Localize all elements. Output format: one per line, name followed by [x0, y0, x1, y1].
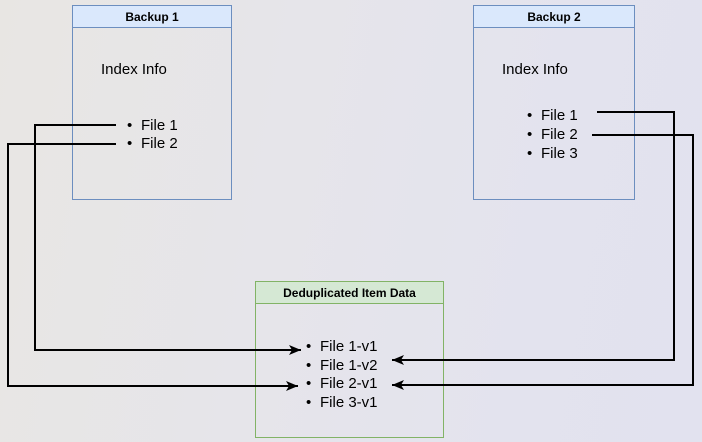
backup-2-box: Backup 2 Index Info File 1 File 2 File 3 — [473, 5, 635, 200]
bullet-icon — [306, 375, 320, 392]
bullet-icon — [527, 126, 541, 143]
backup-1-title: Backup 1 — [73, 6, 231, 28]
list-item: File 3-v1 — [306, 393, 378, 412]
list-item: File 2 — [527, 125, 578, 144]
list-item: File 2-v1 — [306, 374, 378, 393]
file-label: File 3 — [541, 145, 578, 162]
bullet-icon — [306, 394, 320, 411]
bullet-icon — [127, 117, 141, 134]
list-item: File 1 — [127, 116, 178, 135]
deduplicated-item-data-title: Deduplicated Item Data — [256, 282, 443, 304]
dedup-item-label: File 2-v1 — [320, 375, 378, 393]
backup-1-box: Backup 1 Index Info File 1 File 2 — [72, 5, 232, 200]
backup-1-file-list: File 1 File 2 — [127, 116, 178, 153]
dedup-item-label: File 1-v2 — [320, 356, 378, 374]
backup-2-file-list: File 1 File 2 File 3 — [527, 106, 578, 163]
file-label: File 2 — [541, 126, 578, 143]
dedup-item-label: File 3-v1 — [320, 393, 378, 411]
bullet-icon — [127, 135, 141, 152]
bullet-icon — [306, 357, 320, 374]
dedup-item-list: File 1-v1 File 1-v2 File 2-v1 File 3-v1 — [306, 337, 378, 412]
file-label: File 1 — [141, 116, 178, 134]
backup-1-index-info-label: Index Info — [101, 61, 167, 78]
backup-2-index-info-label: Index Info — [502, 61, 568, 78]
deduplicated-item-data-box: Deduplicated Item Data File 1-v1 File 1-… — [255, 281, 444, 438]
list-item: File 1 — [527, 106, 578, 125]
list-item: File 3 — [527, 144, 578, 163]
dedup-item-label: File 1-v1 — [320, 337, 378, 355]
file-label: File 1 — [541, 107, 578, 124]
bullet-icon — [306, 338, 320, 355]
bullet-icon — [527, 145, 541, 162]
bullet-icon — [527, 107, 541, 124]
file-label: File 2 — [141, 135, 178, 153]
list-item: File 2 — [127, 135, 178, 154]
list-item: File 1-v1 — [306, 337, 378, 356]
list-item: File 1-v2 — [306, 356, 378, 375]
backup-2-title: Backup 2 — [474, 6, 634, 28]
